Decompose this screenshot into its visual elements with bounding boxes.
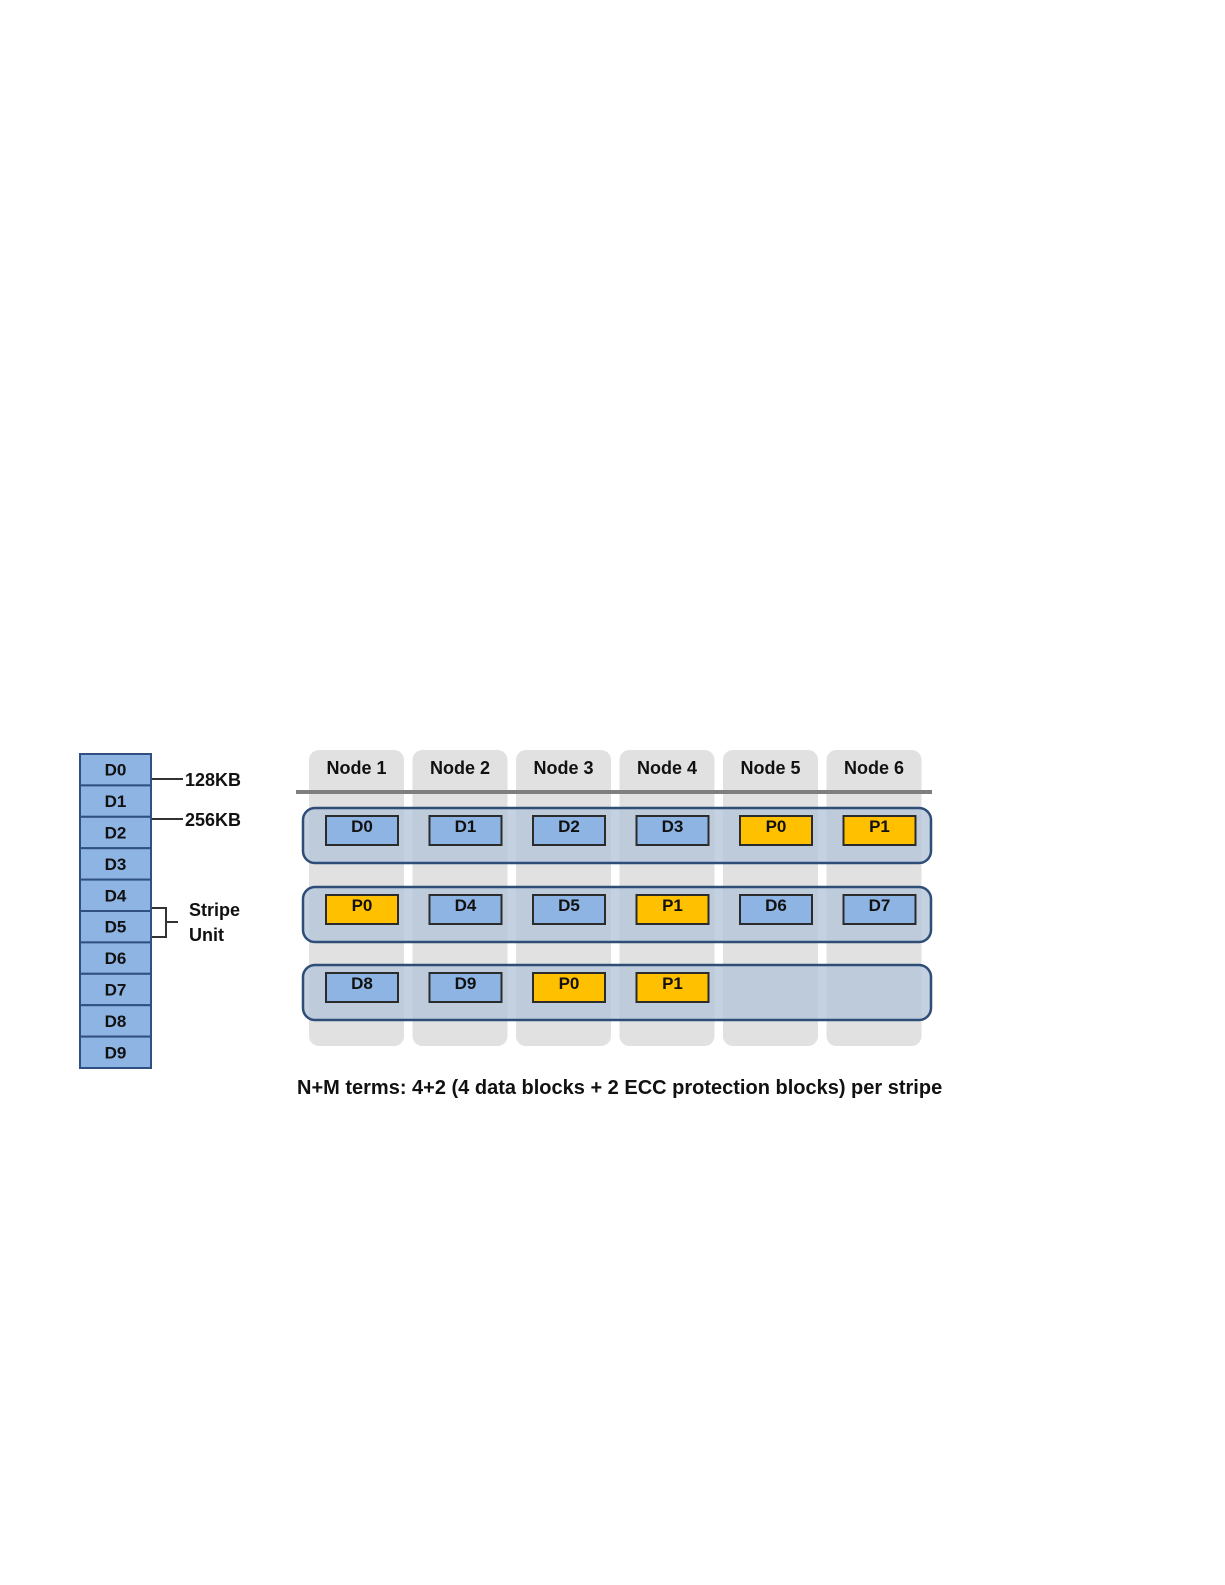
file-block-label: D1 bbox=[105, 792, 127, 811]
stripe-block-label: P1 bbox=[869, 817, 890, 836]
stripe-block-label: P0 bbox=[766, 817, 787, 836]
stripe-block-label: D1 bbox=[455, 817, 477, 836]
stripe-block-label: D0 bbox=[351, 817, 373, 836]
stripe-block-label: P0 bbox=[559, 974, 580, 993]
size-256-label: 256KB bbox=[185, 810, 241, 830]
block-size-annotations: 128KB 256KB Stripe Unit bbox=[152, 770, 241, 945]
size-128-label: 128KB bbox=[185, 770, 241, 790]
stripe-unit-label-line2: Unit bbox=[189, 925, 224, 945]
node-label: Node 1 bbox=[326, 758, 386, 778]
file-block-label: D5 bbox=[105, 918, 127, 937]
file-block-label: D6 bbox=[105, 949, 127, 968]
stripe-block-label: D7 bbox=[869, 896, 891, 915]
node-label: Node 3 bbox=[533, 758, 593, 778]
stripe-block-label: D8 bbox=[351, 974, 373, 993]
file-block-label: D7 bbox=[105, 981, 127, 1000]
stripe-unit-bracket bbox=[152, 908, 178, 937]
file-block-label: D3 bbox=[105, 855, 127, 874]
stripe-block-label: D3 bbox=[662, 817, 684, 836]
diagram-caption: N+M terms: 4+2 (4 data blocks + 2 ECC pr… bbox=[297, 1077, 942, 1099]
node-label: Node 6 bbox=[844, 758, 904, 778]
file-block-label: D4 bbox=[105, 886, 127, 905]
stripe-block-label: D4 bbox=[455, 896, 477, 915]
stripe-block-label: P0 bbox=[352, 896, 373, 915]
node-label: Node 5 bbox=[740, 758, 800, 778]
stripe-block-label: D9 bbox=[455, 974, 477, 993]
stripe-block-label: D2 bbox=[558, 817, 580, 836]
node-label: Node 4 bbox=[637, 758, 697, 778]
stripe-block-label: D5 bbox=[558, 896, 580, 915]
file-block-label: D0 bbox=[105, 761, 127, 780]
node-label: Node 2 bbox=[430, 758, 490, 778]
file-block-label: D8 bbox=[105, 1012, 127, 1031]
file-block-label: D9 bbox=[105, 1043, 127, 1062]
file-block-label: D2 bbox=[105, 824, 127, 843]
stripe-block-label: D6 bbox=[765, 896, 787, 915]
stripe-unit-label-line1: Stripe bbox=[189, 900, 240, 920]
stripe-block-label: P1 bbox=[662, 974, 683, 993]
stripe-block-label: P1 bbox=[662, 896, 683, 915]
